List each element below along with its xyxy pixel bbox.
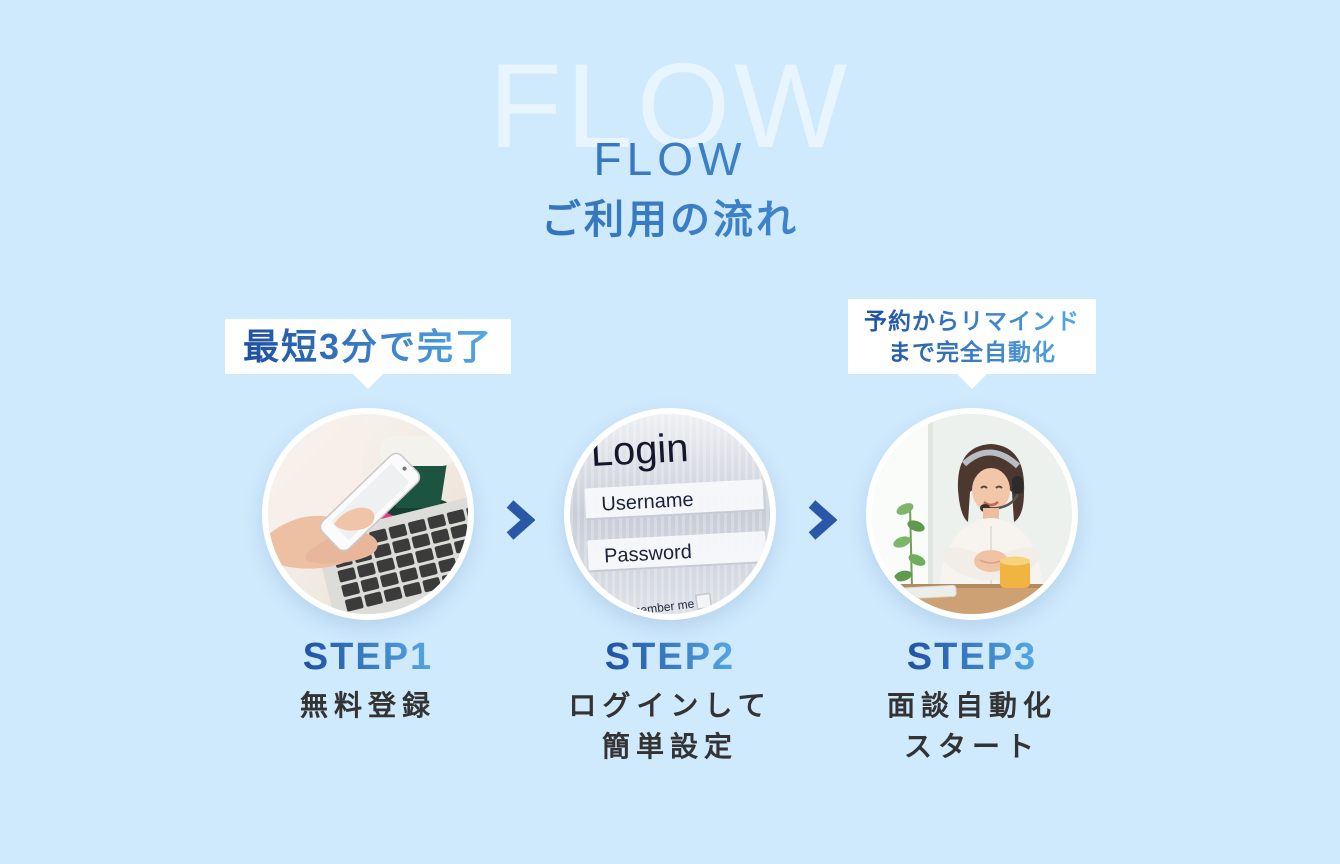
step2-circle-area: Login Username Password Remember me	[564, 408, 776, 620]
step2-photo: Login Username Password Remember me	[564, 408, 776, 620]
section-title: ご利用の流れ	[0, 198, 1340, 242]
step-arrow-2	[805, 408, 837, 542]
step1-caption: 無料登録	[300, 686, 436, 727]
operator-headset-illustration	[872, 414, 1072, 614]
step3-callout-line2: まで完全自動化	[864, 337, 1080, 367]
step1-circle-area: 最短3分で完了	[224, 318, 512, 620]
section-header: FLOW FLOW ご利用の流れ	[0, 0, 1340, 250]
step3-caption-line2: スタート	[903, 730, 1040, 762]
flow-label-en: FLOW	[0, 136, 1340, 182]
step1-callout-bubble: 最短3分で完了	[224, 318, 512, 374]
remember-checkbox-graphic	[694, 592, 713, 610]
step1-photo	[262, 408, 474, 620]
chevron-right-icon	[808, 500, 837, 540]
step-3-column: 予約からリマインド まで完全自動化	[837, 299, 1107, 767]
step2-label: STEP2	[604, 636, 736, 678]
step3-photo	[866, 408, 1078, 620]
login-username-text: Username	[601, 489, 694, 516]
login-screen-illustration: Login Username Password Remember me	[570, 414, 770, 614]
step2-caption: ログインして 簡単設定	[568, 686, 771, 767]
step3-callout-line1: 予約からリマインド	[864, 306, 1080, 336]
step2-caption-line2: 簡単設定	[601, 730, 738, 762]
step-2-column: Login Username Password Remember me	[535, 408, 805, 767]
step-arrow-1	[503, 408, 535, 542]
steps-row: 最短3分で完了	[0, 299, 1340, 767]
step2-caption-line1: ログインして	[568, 690, 772, 721]
chevron-right-icon	[506, 500, 535, 540]
step1-label: STEP1	[302, 636, 434, 678]
login-password-text: Password	[604, 541, 693, 568]
flow-watermark-text: FLOW	[488, 39, 852, 173]
step1-callout-text: 最短3分で完了	[242, 325, 494, 367]
step3-callout-bubble: 予約からリマインド まで完全自動化	[848, 299, 1096, 374]
hands-smartphone-illustration	[268, 414, 468, 614]
step-1-column: 最短3分で完了	[224, 318, 512, 727]
step1-caption-line1: 無料登録	[299, 690, 436, 721]
login-title-text: Login	[590, 426, 690, 475]
step3-caption-line1: 面談自動化	[886, 690, 1057, 721]
step3-label: STEP3	[906, 636, 1038, 678]
step3-caption: 面談自動化 スタート	[887, 686, 1057, 767]
step3-circle-area: 予約からリマインド まで完全自動化	[848, 299, 1096, 620]
